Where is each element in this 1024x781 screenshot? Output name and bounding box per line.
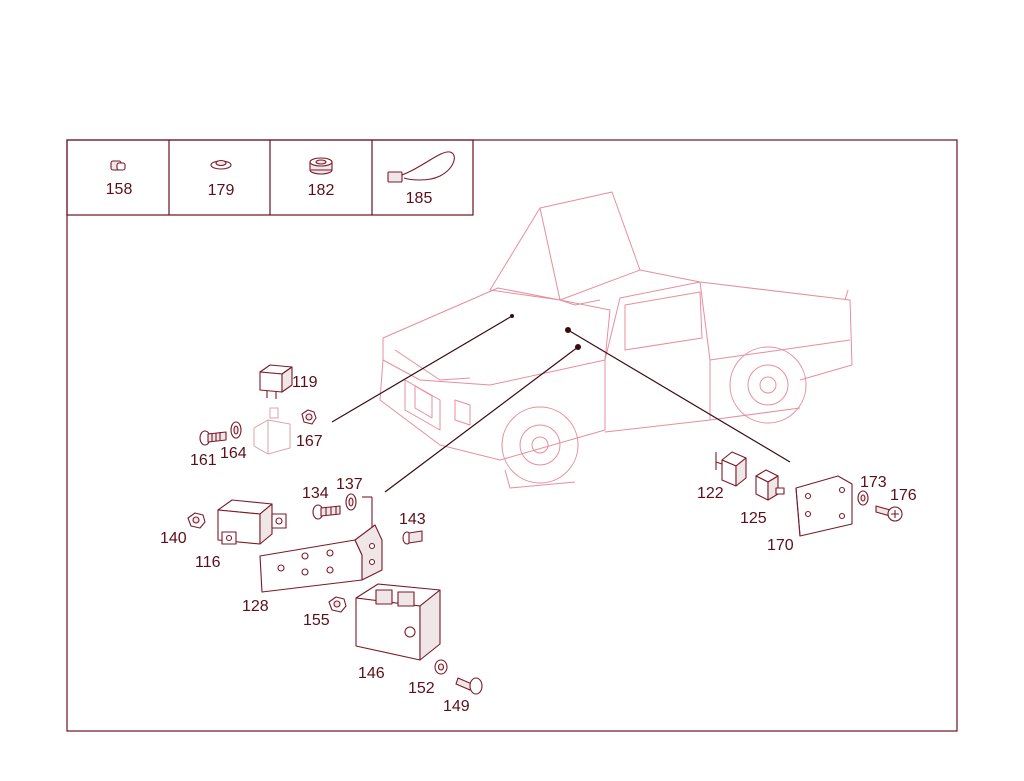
label-143: 143 <box>399 511 426 528</box>
label-176: 176 <box>890 487 917 504</box>
header-part-179: 179 <box>208 182 235 199</box>
relay-socket-icon <box>253 407 291 455</box>
fuse-box-icon <box>355 583 441 661</box>
label-155: 155 <box>303 612 330 629</box>
label-152: 152 <box>408 680 435 697</box>
leader-lines <box>331 314 791 493</box>
diagram-frame <box>66 139 958 732</box>
pin-icon <box>402 530 423 545</box>
label-119: 119 <box>292 374 318 391</box>
header-parts-strip: 158 179 182 185 <box>66 139 474 216</box>
seal-ring-icon <box>309 157 333 175</box>
label-167: 167 <box>296 433 323 450</box>
clip-icon <box>110 160 126 171</box>
label-173: 173 <box>860 474 887 491</box>
screw-134-icon <box>312 504 341 520</box>
relay-icon <box>259 364 293 399</box>
vehicle-outline <box>379 191 853 489</box>
relay-box-icon <box>217 499 287 545</box>
nut-140-icon <box>187 512 206 529</box>
washer-152-icon <box>434 659 448 675</box>
screw-176-icon <box>875 505 903 522</box>
header-part-158: 158 <box>106 181 133 198</box>
screw-icon <box>199 430 227 446</box>
washer-icon <box>230 421 242 439</box>
nut-155-icon <box>328 596 347 613</box>
label-140: 140 <box>160 530 187 547</box>
label-125: 125 <box>740 510 767 527</box>
label-164: 164 <box>220 445 247 462</box>
label-137: 137 <box>336 476 363 493</box>
cable-tie-icon <box>387 151 455 183</box>
label-161: 161 <box>190 452 217 469</box>
spring-washer-icon <box>857 490 869 506</box>
label-128: 128 <box>242 598 269 615</box>
label-122: 122 <box>697 485 724 502</box>
bracket-icon <box>259 524 383 593</box>
callout-labels: 119 167 161 164 134 137 143 140 116 128 … <box>160 374 917 715</box>
washer-137-icon <box>345 493 357 511</box>
relay-122-icon <box>715 451 747 487</box>
header-part-185: 185 <box>406 190 433 207</box>
label-149: 149 <box>443 698 470 715</box>
label-146: 146 <box>358 665 385 682</box>
label-134: 134 <box>302 485 329 502</box>
screw-149-icon <box>455 677 483 695</box>
mounting-plate-icon <box>795 475 853 537</box>
grommet-icon <box>210 159 232 170</box>
label-116: 116 <box>195 554 221 571</box>
nut-icon <box>301 409 317 425</box>
label-170: 170 <box>767 537 794 554</box>
header-part-182: 182 <box>308 182 335 199</box>
switch-icon <box>755 469 785 501</box>
